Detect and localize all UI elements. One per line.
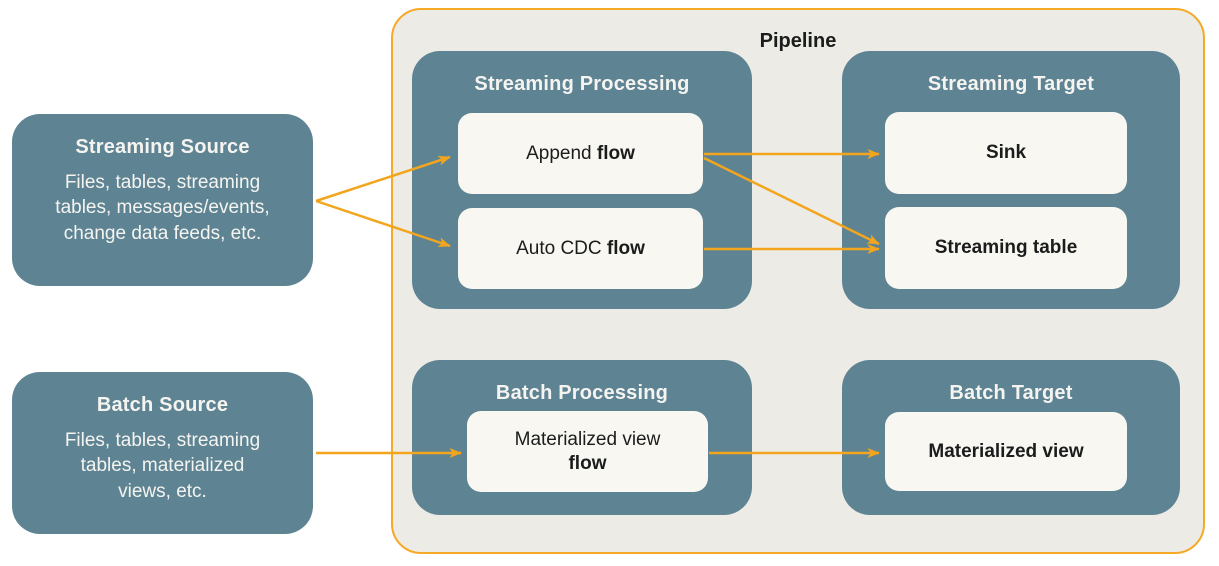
streaming-target-title: Streaming Target xyxy=(927,73,1095,95)
materialized-view-flow-label-text: Materialized view xyxy=(514,428,661,450)
auto-cdc-flow-node: Auto CDC flow xyxy=(458,208,703,289)
auto-cdc-flow-label: Auto CDC flow xyxy=(516,237,645,261)
batch-processing-title: Batch Processing xyxy=(495,382,669,404)
append-flow-label-text: Append xyxy=(526,142,592,164)
materialized-view-flow-node: Materialized view flow xyxy=(467,411,708,492)
streaming-source-box: Streaming Source Files, tables, streamin… xyxy=(12,114,313,286)
streaming-table-label: Streaming table xyxy=(934,237,1078,259)
batch-target-title: Batch Target xyxy=(949,382,1073,404)
sink-node: Sink xyxy=(885,112,1127,194)
auto-cdc-flow-label-text: Auto CDC xyxy=(516,237,602,259)
materialized-view-node: Materialized view xyxy=(885,412,1127,491)
auto-cdc-flow-label-bold: flow xyxy=(606,237,645,259)
streaming-source-description: Files, tables, streaming tables, message… xyxy=(55,172,270,244)
streaming-source-title: Streaming Source xyxy=(75,136,250,158)
streaming-processing-title: Streaming Processing xyxy=(474,73,690,95)
append-flow-label: Append flow xyxy=(526,142,635,166)
append-flow-label-bold: flow xyxy=(596,142,635,164)
batch-source-title: Batch Source xyxy=(96,394,229,416)
streaming-table-node: Streaming table xyxy=(885,207,1127,289)
sink-label: Sink xyxy=(985,142,1027,164)
batch-source-box: Batch Source Files, tables, streaming ta… xyxy=(12,372,313,534)
pipeline-title: Pipeline xyxy=(759,30,837,52)
append-flow-node: Append flow xyxy=(458,113,703,194)
materialized-view-label: Materialized view xyxy=(928,440,1084,462)
materialized-view-flow-label: Materialized view flow xyxy=(515,428,661,476)
materialized-view-flow-label-bold: flow xyxy=(568,452,607,474)
batch-source-description: Files, tables, streaming tables, materia… xyxy=(64,430,261,502)
